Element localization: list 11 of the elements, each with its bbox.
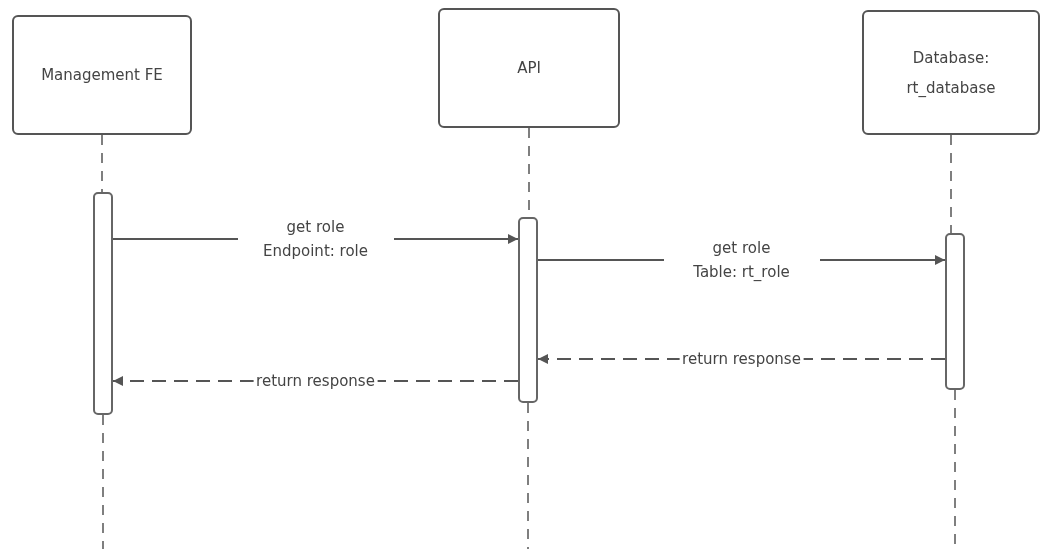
activation-bar xyxy=(945,233,965,390)
participant-name: Database: rt_database xyxy=(905,47,997,99)
participant-name: Management FE xyxy=(41,65,163,86)
activation-bar xyxy=(93,192,113,415)
participant-box xyxy=(12,15,192,135)
participant-box xyxy=(862,10,1040,135)
participant-name: API xyxy=(517,58,541,79)
participant-box xyxy=(438,8,620,128)
lifeline xyxy=(950,134,952,234)
activation-bar xyxy=(518,217,538,403)
lifeline xyxy=(101,134,103,193)
